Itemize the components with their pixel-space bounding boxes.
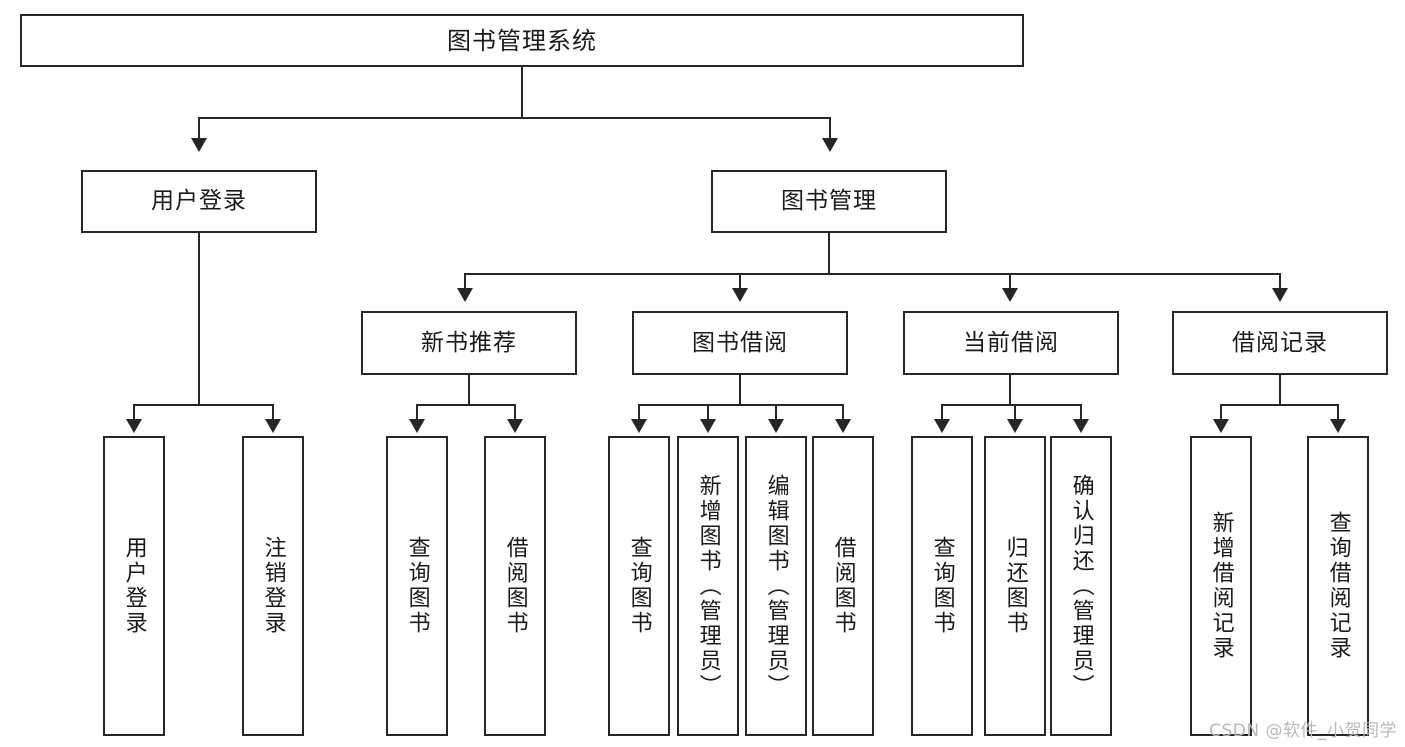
leaf-current-confirm-return-admin-label: 确认归还（管理员） bbox=[1068, 473, 1094, 699]
connector-login-to-leaf2 bbox=[272, 404, 274, 420]
arrow-borrow-to-leaf3 bbox=[768, 419, 784, 433]
node-root[interactable]: 图书管理系统 bbox=[20, 14, 1024, 67]
connector-borrow-bus bbox=[638, 404, 843, 406]
leaf-newbooks-borrow-book[interactable]: 借阅图书 bbox=[484, 436, 546, 736]
connector-borrow-to-leaf2 bbox=[707, 404, 709, 420]
connector-login-stem bbox=[198, 233, 200, 405]
leaf-user-login[interactable]: 用户登录 bbox=[103, 436, 165, 736]
arrow-current-to-leaf3 bbox=[1073, 419, 1089, 433]
arrow-bookmgmt-to-borrow bbox=[732, 288, 748, 302]
node-borrow-records-label: 借阅记录 bbox=[1232, 329, 1328, 356]
connector-bookmgmt-bus bbox=[464, 273, 1281, 275]
connector-current-bus bbox=[941, 404, 1081, 406]
leaf-logout[interactable]: 注销登录 bbox=[242, 436, 304, 736]
connector-root-stem bbox=[521, 67, 523, 117]
connector-borrow-to-leaf3 bbox=[775, 404, 777, 420]
connector-newbooks-to-leaf1 bbox=[416, 404, 418, 420]
leaf-current-return-book[interactable]: 归还图书 bbox=[984, 436, 1046, 736]
connector-bookmgmt-to-newbooks bbox=[464, 273, 466, 289]
connector-bookmgmt-to-records bbox=[1279, 273, 1281, 289]
arrow-login-to-leaf1 bbox=[126, 419, 142, 433]
connector-records-to-leaf2 bbox=[1337, 404, 1339, 420]
connector-records-to-leaf1 bbox=[1220, 404, 1222, 420]
arrow-borrow-to-leaf1 bbox=[631, 419, 647, 433]
connector-newbooks-stem bbox=[468, 375, 470, 405]
leaf-current-confirm-return-admin[interactable]: 确认归还（管理员） bbox=[1050, 436, 1112, 736]
connector-records-stem bbox=[1279, 375, 1281, 405]
arrow-bookmgmt-to-current bbox=[1002, 288, 1018, 302]
leaf-borrow-borrow-book-label: 借阅图书 bbox=[830, 536, 856, 636]
arrow-newbooks-to-leaf1 bbox=[409, 419, 425, 433]
arrow-bookmgmt-to-records bbox=[1272, 288, 1288, 302]
node-book-borrowing-label: 图书借阅 bbox=[692, 329, 788, 356]
leaf-records-query-record-label: 查询借阅记录 bbox=[1325, 511, 1351, 661]
arrow-login-to-leaf2 bbox=[265, 419, 281, 433]
connector-bookmgmt-to-borrow bbox=[739, 273, 741, 289]
arrow-current-to-leaf2 bbox=[1007, 419, 1023, 433]
connector-records-bus bbox=[1220, 404, 1338, 406]
node-book-management[interactable]: 图书管理 bbox=[711, 170, 947, 233]
connector-root-to-login bbox=[198, 117, 200, 140]
connector-bookmgmt-stem bbox=[828, 233, 830, 274]
node-book-borrowing[interactable]: 图书借阅 bbox=[632, 311, 848, 375]
connector-current-stem bbox=[1009, 375, 1011, 405]
node-borrow-records[interactable]: 借阅记录 bbox=[1172, 311, 1388, 375]
leaf-borrow-query-book-label: 查询图书 bbox=[626, 536, 652, 636]
arrow-borrow-to-leaf2 bbox=[700, 419, 716, 433]
leaf-borrow-add-book-admin[interactable]: 新增图书（管理员） bbox=[677, 436, 739, 736]
node-new-book-recommendation[interactable]: 新书推荐 bbox=[361, 311, 577, 375]
connector-borrow-to-leaf4 bbox=[842, 404, 844, 420]
arrow-records-to-leaf2 bbox=[1330, 419, 1346, 433]
connector-borrow-to-leaf1 bbox=[638, 404, 640, 420]
node-user-login-label: 用户登录 bbox=[151, 188, 247, 215]
connector-newbooks-bus bbox=[416, 404, 515, 406]
connector-current-to-leaf2 bbox=[1014, 404, 1016, 420]
leaf-current-query-book-label: 查询图书 bbox=[929, 536, 955, 636]
connector-borrow-stem bbox=[739, 375, 741, 405]
leaf-borrow-borrow-book[interactable]: 借阅图书 bbox=[812, 436, 874, 736]
connector-newbooks-to-leaf2 bbox=[514, 404, 516, 420]
connector-root-to-bookmgmt bbox=[829, 117, 831, 140]
connector-root-bus bbox=[199, 117, 831, 119]
connector-login-bus bbox=[133, 404, 273, 406]
node-book-management-label: 图书管理 bbox=[781, 188, 877, 215]
node-current-borrowing-label: 当前借阅 bbox=[963, 329, 1059, 356]
leaf-records-add-record-label: 新增借阅记录 bbox=[1208, 511, 1234, 661]
leaf-borrow-edit-book-admin[interactable]: 编辑图书（管理员） bbox=[745, 436, 807, 736]
arrow-root-to-login bbox=[191, 138, 207, 152]
leaf-records-query-record[interactable]: 查询借阅记录 bbox=[1307, 436, 1369, 736]
leaf-newbooks-query-book-label: 查询图书 bbox=[404, 536, 430, 636]
leaf-borrow-edit-book-admin-label: 编辑图书（管理员） bbox=[763, 473, 789, 699]
arrow-borrow-to-leaf4 bbox=[835, 419, 851, 433]
leaf-newbooks-borrow-book-label: 借阅图书 bbox=[502, 536, 528, 636]
node-current-borrowing[interactable]: 当前借阅 bbox=[903, 311, 1119, 375]
connector-bookmgmt-to-current bbox=[1009, 273, 1011, 289]
leaf-current-return-book-label: 归还图书 bbox=[1002, 536, 1028, 636]
arrow-root-to-bookmgmt bbox=[822, 138, 838, 152]
node-new-book-recommendation-label: 新书推荐 bbox=[421, 329, 517, 356]
arrow-records-to-leaf1 bbox=[1213, 419, 1229, 433]
leaf-borrow-add-book-admin-label: 新增图书（管理员） bbox=[695, 473, 721, 699]
node-root-label: 图书管理系统 bbox=[447, 26, 597, 55]
connector-login-to-leaf1 bbox=[133, 404, 135, 420]
leaf-borrow-query-book[interactable]: 查询图书 bbox=[608, 436, 670, 736]
leaf-current-query-book[interactable]: 查询图书 bbox=[911, 436, 973, 736]
arrow-newbooks-to-leaf2 bbox=[507, 419, 523, 433]
connector-current-to-leaf3 bbox=[1080, 404, 1082, 420]
arrow-bookmgmt-to-newbooks bbox=[457, 288, 473, 302]
connector-current-to-leaf1 bbox=[941, 404, 943, 420]
leaf-records-add-record[interactable]: 新增借阅记录 bbox=[1190, 436, 1252, 736]
node-user-login[interactable]: 用户登录 bbox=[81, 170, 317, 233]
arrow-current-to-leaf1 bbox=[934, 419, 950, 433]
leaf-logout-label: 注销登录 bbox=[260, 536, 286, 636]
leaf-user-login-label: 用户登录 bbox=[121, 536, 147, 636]
leaf-newbooks-query-book[interactable]: 查询图书 bbox=[386, 436, 448, 736]
